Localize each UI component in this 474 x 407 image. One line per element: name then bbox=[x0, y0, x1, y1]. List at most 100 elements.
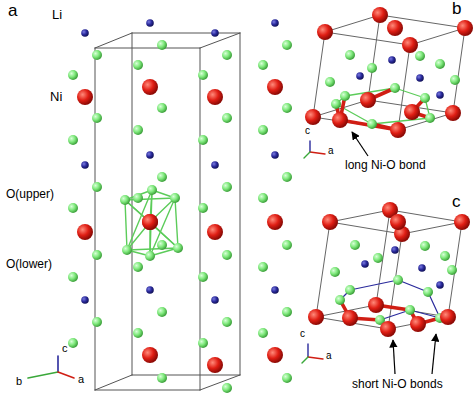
o-atom bbox=[435, 59, 445, 69]
o-atom bbox=[133, 125, 143, 135]
li-atom bbox=[211, 29, 219, 37]
o-atom bbox=[92, 250, 102, 260]
cell-edge bbox=[410, 28, 465, 45]
o-atom bbox=[282, 307, 292, 317]
li-atom bbox=[146, 19, 154, 27]
o-atom bbox=[258, 125, 268, 135]
o-atom bbox=[345, 50, 355, 60]
cell-edge bbox=[200, 48, 201, 390]
o-atom bbox=[330, 267, 340, 277]
ni-atom bbox=[207, 89, 223, 105]
panel-letter: a bbox=[8, 2, 17, 19]
li-atom bbox=[391, 246, 399, 254]
li-atom bbox=[81, 161, 89, 169]
li-atom bbox=[271, 151, 279, 159]
ni-atom bbox=[372, 7, 388, 23]
callout-text: short Ni-O bonds bbox=[352, 378, 443, 390]
o-atom bbox=[222, 50, 232, 60]
o-atom bbox=[367, 63, 377, 73]
ni-atom bbox=[410, 316, 426, 332]
o-atom bbox=[222, 182, 232, 192]
o-atom bbox=[350, 240, 360, 250]
ni-atom bbox=[332, 112, 348, 128]
leader-arrow bbox=[393, 340, 395, 374]
ni-atom bbox=[305, 109, 321, 125]
o-atom bbox=[68, 203, 78, 213]
callout-text: long Ni-O bond bbox=[345, 159, 426, 171]
cell-edge bbox=[330, 210, 390, 222]
o-atom bbox=[440, 251, 450, 261]
cell-edge bbox=[95, 48, 96, 390]
ni-atom bbox=[77, 89, 93, 105]
o-atom bbox=[198, 272, 208, 282]
o-atom bbox=[331, 99, 341, 109]
atom-label: Li bbox=[52, 8, 62, 21]
cell-edge bbox=[200, 375, 240, 390]
ni-atom bbox=[322, 214, 338, 230]
o-atom bbox=[425, 113, 435, 123]
ni-atom bbox=[267, 214, 283, 230]
o-atom bbox=[335, 295, 345, 305]
ni-atom bbox=[308, 309, 324, 325]
o-atom bbox=[173, 243, 183, 253]
atoms bbox=[68, 7, 473, 393]
o-atom bbox=[222, 113, 232, 123]
o-atom bbox=[133, 262, 143, 272]
cell-edge bbox=[313, 32, 325, 117]
ni-atom bbox=[404, 104, 420, 120]
ni-atom bbox=[342, 310, 358, 326]
ni-o-bond bbox=[340, 120, 398, 130]
o-atom bbox=[393, 275, 403, 285]
leader-arrow bbox=[352, 132, 368, 156]
atom-label: Ni bbox=[50, 90, 62, 103]
panel-letter: c bbox=[452, 193, 461, 210]
li-atom bbox=[388, 56, 396, 64]
o-atom bbox=[92, 50, 102, 60]
axis-b bbox=[302, 357, 308, 363]
o-atom bbox=[157, 172, 167, 182]
ni-atom bbox=[440, 309, 456, 325]
o-atom bbox=[390, 83, 400, 93]
ni-atom bbox=[390, 122, 406, 138]
ni-atom bbox=[142, 79, 158, 95]
o-atom bbox=[68, 338, 78, 348]
ni-atom bbox=[387, 20, 403, 36]
li-atom bbox=[436, 281, 444, 289]
o-atom bbox=[157, 40, 167, 50]
o-atom bbox=[157, 240, 167, 250]
axis-c bbox=[57, 356, 59, 372]
axis-a bbox=[58, 372, 74, 378]
o-o-line bbox=[350, 280, 398, 290]
o-atom bbox=[282, 40, 292, 50]
cell-edge bbox=[95, 33, 132, 48]
unit-cell-lines bbox=[95, 15, 465, 390]
o-atom bbox=[340, 91, 350, 101]
li-atom bbox=[436, 91, 444, 99]
ni-atom bbox=[368, 297, 384, 313]
o-atom bbox=[345, 285, 355, 295]
o-atom bbox=[450, 75, 460, 85]
cell-edge bbox=[132, 375, 240, 376]
o-atom bbox=[120, 195, 130, 205]
cell-edge bbox=[95, 390, 200, 391]
o-atom bbox=[325, 77, 335, 87]
li-atom bbox=[271, 286, 279, 294]
cell-edge bbox=[453, 28, 465, 113]
o-atom bbox=[222, 317, 232, 327]
cell-edge bbox=[95, 375, 132, 390]
o-atom bbox=[258, 60, 268, 70]
cell-edge bbox=[132, 33, 240, 34]
li-atom bbox=[81, 296, 89, 304]
octahedron-edge bbox=[125, 198, 175, 200]
li-atom bbox=[271, 19, 279, 27]
axis-c bbox=[309, 141, 310, 152]
ni-atom bbox=[360, 92, 376, 108]
o-atom bbox=[420, 241, 430, 251]
o-atom bbox=[222, 250, 232, 260]
o-atom bbox=[198, 203, 208, 213]
o-atom bbox=[133, 328, 143, 338]
o-atom bbox=[92, 113, 102, 123]
o-atom bbox=[222, 383, 232, 393]
atom-label: O(upper) bbox=[6, 188, 54, 200]
